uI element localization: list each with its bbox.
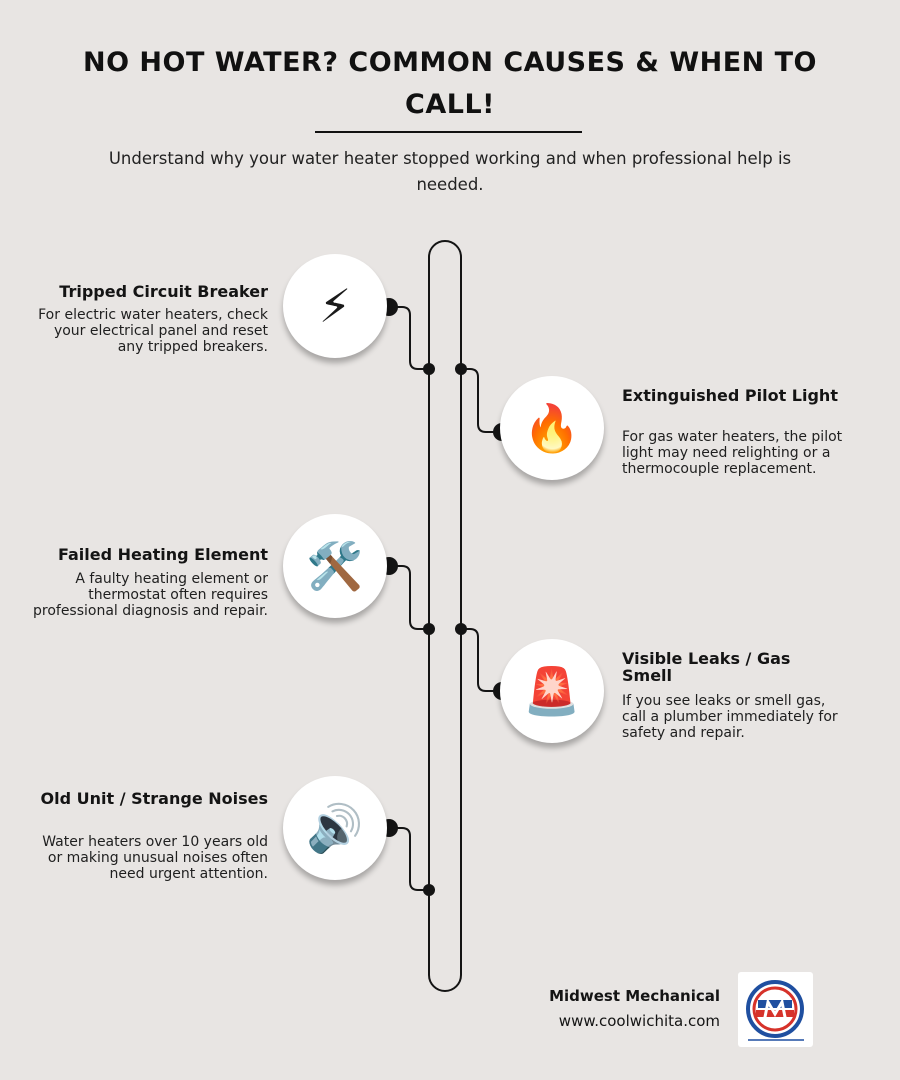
item-desc-leaks: If you see leaks or smell gas, call a pl… (622, 693, 838, 741)
item-desc-heating-element: A faulty heating element or thermostat o… (32, 571, 268, 619)
item-title-old-unit: Old Unit / Strange Noises (40, 789, 269, 808)
item-title-heating-element: Failed Heating Element (57, 545, 268, 564)
company-website[interactable]: www.coolwichita.com (558, 1012, 720, 1030)
track-dot-old-unit (423, 884, 435, 896)
speaker-icon: 🔊 (283, 776, 387, 880)
connector-pilot-light (461, 368, 502, 433)
tools-icon: 🛠️ (283, 514, 387, 618)
item-title-leaks: Visible Leaks / Gas Smell (622, 649, 791, 685)
connector-heating-element (389, 565, 429, 630)
company-logo (738, 972, 813, 1047)
track-dot-tripped-breaker (423, 363, 435, 375)
company-name: Midwest Mechanical (549, 987, 720, 1005)
item-title-pilot-light: Extinguished Pilot Light (622, 386, 838, 405)
company-logo-icon (746, 980, 804, 1041)
title-underline (315, 131, 582, 133)
item-desc-tripped-breaker: For electric water heaters, check your e… (38, 307, 268, 355)
item-desc-pilot-light: For gas water heaters, the pilot light m… (622, 429, 843, 477)
connector-old-unit (389, 827, 429, 891)
connector-leaks (461, 628, 502, 692)
item-title-tripped-breaker: Tripped Circuit Breaker (59, 282, 268, 301)
page-subtitle: Understand why your water heater stopped… (108, 149, 792, 194)
track-dot-heating-element (423, 623, 435, 635)
siren-icon: 🚨 (500, 639, 604, 743)
item-desc-old-unit: Water heaters over 10 years old or makin… (42, 834, 268, 882)
fire-icon: 🔥 (500, 376, 604, 480)
page-title: NO HOT WATER? COMMON CAUSES & WHEN TO CA… (82, 47, 818, 120)
lightning-icon: ⚡ (283, 254, 387, 358)
timeline-track (428, 240, 462, 992)
track-dot-pilot-light (455, 363, 467, 375)
track-dot-leaks (455, 623, 467, 635)
connector-tripped-breaker (389, 306, 429, 370)
